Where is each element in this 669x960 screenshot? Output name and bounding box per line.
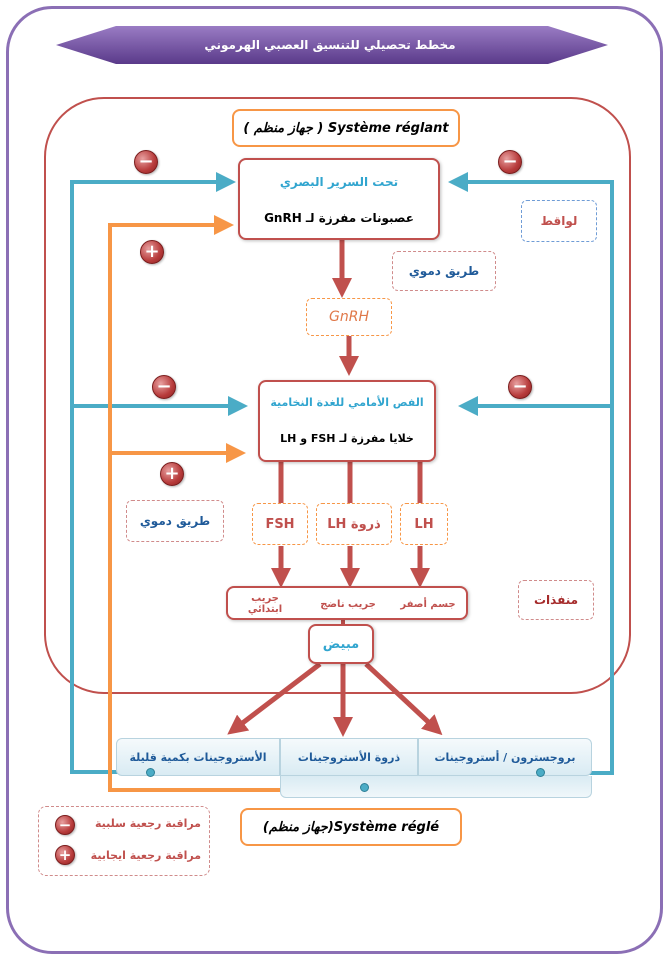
connector-dot <box>536 768 545 777</box>
receptors-label: لواقط <box>521 200 597 242</box>
regulating-system-frame <box>44 97 631 694</box>
hypothalamus-box: تحت السرير البصري عصبونات مفرزة لـ GnRH <box>238 158 440 240</box>
lh-label: LH <box>400 503 448 545</box>
outer-frame <box>6 6 663 954</box>
title-banner <box>56 26 608 64</box>
legend-minus-sign: − <box>55 815 75 835</box>
estrogen-peak-cell: ذروة الأستروجينات <box>280 738 418 776</box>
plus-sign: + <box>140 240 164 264</box>
mature-follicle: جريب ناضج <box>320 598 376 610</box>
ovary-box: مبيض <box>308 624 374 664</box>
follicles-box: جريب ابتدائي جريب ناضج جسم أصفر <box>226 586 468 620</box>
hypothalamus-title: تحت السرير البصري <box>279 175 399 189</box>
regulated-system-label: Système réglé(جهاز منظم) <box>240 808 462 846</box>
lh-peak-label: ذروة LH <box>316 503 392 545</box>
minus-sign: − <box>134 150 158 174</box>
regulating-system-label: Système réglant ( جهاز منظم ) <box>232 109 460 147</box>
connector-dot <box>146 768 155 777</box>
primary-follicle: جريب ابتدائي <box>247 593 283 615</box>
hypothalamus-cells: عصبونات مفرزة لـ GnRH <box>264 211 414 225</box>
legend-negative-label: مراقبة رجعية سلبية <box>94 817 201 830</box>
fsh-label: FSH <box>252 503 308 545</box>
plus-sign: + <box>160 462 184 486</box>
blood-route-1: طريق دموي <box>392 251 496 291</box>
minus-sign: − <box>508 375 532 399</box>
gnrh-label: GnRH <box>306 298 392 336</box>
corpus-luteum: جسم أصفر <box>400 598 456 610</box>
pituitary-title: الفص الأمامي للغدة النخامية <box>270 395 424 409</box>
minus-sign: − <box>498 150 522 174</box>
output-strip <box>280 776 592 798</box>
effectors-label: منفذات <box>518 580 594 620</box>
legend-positive-label: مراقبة رجعية ايجابية <box>90 849 201 862</box>
connector-dot <box>360 783 369 792</box>
blood-route-2: طريق دموي <box>126 500 224 542</box>
legend-plus-sign: + <box>55 845 75 865</box>
minus-sign: − <box>152 375 176 399</box>
pituitary-box: الفص الأمامي للغدة النخامية خلايا مفرزة … <box>258 380 436 462</box>
estrogen-low-cell: الأستروجينات بكمية قليلة <box>116 738 280 776</box>
progesterone-cell: بروجسترون / أستروجينات <box>418 738 592 776</box>
pituitary-cells: خلايا مفرزة لـ FSH و LH <box>280 431 414 445</box>
diagram-title: مخطط تحصيلي للتنسيق العصبي الهرموني <box>204 38 456 52</box>
legend: − مراقبة رجعية سلبية + مراقبة رجعية ايجا… <box>38 806 210 876</box>
